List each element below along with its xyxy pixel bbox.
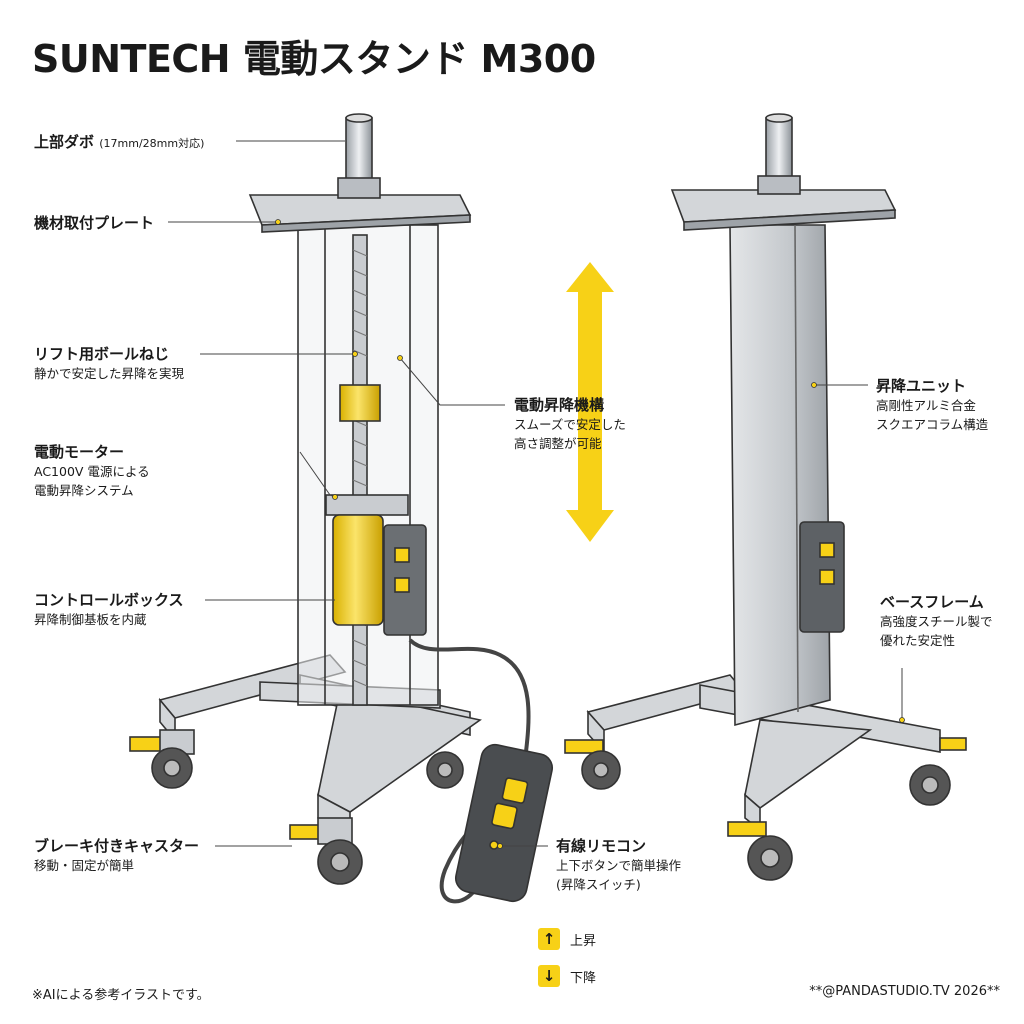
label-top-dowel-spec: (17mm/28mm対応) bbox=[99, 137, 204, 150]
label-motor: 電動モーター AC100V 電源による 電動昇降システム bbox=[34, 442, 150, 500]
label-ball-screw-heading: リフト用ボールねじ bbox=[34, 344, 184, 364]
label-caster-heading: ブレーキ付きキャスター bbox=[34, 836, 199, 856]
label-remote-desc-2: (昇降スイッチ) bbox=[556, 875, 681, 894]
label-motor-desc-1: AC100V 電源による bbox=[34, 462, 150, 481]
label-control-box: コントロールボックス 昇降制御基板を内蔵 bbox=[34, 590, 184, 629]
label-lift-unit: 昇降ユニット 高剛性アルミ合金 スクエアコラム構造 bbox=[876, 376, 988, 434]
label-lift-mechanism-heading: 電動昇降機構 bbox=[514, 395, 626, 415]
label-caster-desc: 移動・固定が簡単 bbox=[34, 856, 199, 875]
label-base-frame-desc-1: 高強度スチール製で bbox=[880, 612, 993, 631]
label-remote: 有線リモコン 上下ボタンで簡単操作 (昇降スイッチ) bbox=[556, 836, 681, 894]
motor bbox=[333, 515, 383, 625]
label-ball-screw-desc: 静かで安定した昇降を実現 bbox=[34, 364, 184, 383]
left-caster-front bbox=[290, 818, 362, 884]
label-base-frame-desc-2: 優れた安定性 bbox=[880, 631, 993, 650]
lift-column bbox=[730, 225, 830, 725]
label-remote-heading: 有線リモコン bbox=[556, 836, 681, 856]
left-top-dowel bbox=[346, 118, 372, 183]
label-mount-plate: 機材取付プレート bbox=[34, 213, 154, 233]
legend-up: ↑ 上昇 bbox=[538, 928, 596, 950]
external-stand bbox=[565, 114, 966, 880]
label-base-frame: ベースフレーム 高強度スチール製で 優れた安定性 bbox=[880, 592, 993, 650]
label-control-box-heading: コントロールボックス bbox=[34, 590, 184, 610]
label-mount-plate-heading: 機材取付プレート bbox=[34, 213, 154, 233]
left-caster-rear bbox=[130, 730, 194, 788]
screw-nut bbox=[340, 385, 380, 421]
wired-remote bbox=[453, 742, 555, 904]
right-top-dowel bbox=[766, 118, 792, 180]
label-control-box-desc: 昇降制御基板を内蔵 bbox=[34, 610, 184, 629]
label-lift-unit-desc-2: スクエアコラム構造 bbox=[876, 415, 988, 434]
label-top-dowel-heading: 上部ダボ bbox=[34, 133, 94, 151]
label-remote-desc-1: 上下ボタンで簡単操作 bbox=[556, 856, 681, 875]
legend-up-label: 上昇 bbox=[570, 930, 596, 949]
arrow-down-icon: ↓ bbox=[538, 965, 560, 987]
legend-down: ↓ 下降 bbox=[538, 965, 596, 987]
left-caster-right bbox=[427, 752, 463, 788]
label-motor-desc-2: 電動昇降システム bbox=[34, 481, 150, 500]
label-base-frame-heading: ベースフレーム bbox=[880, 592, 993, 612]
label-caster: ブレーキ付きキャスター 移動・固定が簡単 bbox=[34, 836, 199, 875]
label-lift-mechanism-desc-2: 高さ調整が可能 bbox=[514, 434, 626, 453]
label-ball-screw: リフト用ボールねじ 静かで安定した昇降を実現 bbox=[34, 344, 184, 383]
label-lift-unit-heading: 昇降ユニット bbox=[876, 376, 988, 396]
arrow-up-icon: ↑ bbox=[538, 928, 560, 950]
legend-down-label: 下降 bbox=[570, 967, 596, 986]
label-motor-heading: 電動モーター bbox=[34, 442, 150, 462]
ball-screw bbox=[353, 235, 367, 705]
label-top-dowel: 上部ダボ (17mm/28mm対応) bbox=[34, 132, 204, 154]
label-lift-unit-desc-1: 高剛性アルミ合金 bbox=[876, 396, 988, 415]
label-lift-mechanism-desc-1: スムーズで安定した bbox=[514, 415, 626, 434]
footnote: ※AIによる参考イラストです。 bbox=[32, 984, 210, 1003]
label-lift-mechanism: 電動昇降機構 スムーズで安定した 高さ調整が可能 bbox=[514, 395, 626, 453]
cutaway-stand bbox=[130, 114, 555, 904]
credit: **@PANDASTUDIO.TV 2026** bbox=[809, 984, 1000, 999]
